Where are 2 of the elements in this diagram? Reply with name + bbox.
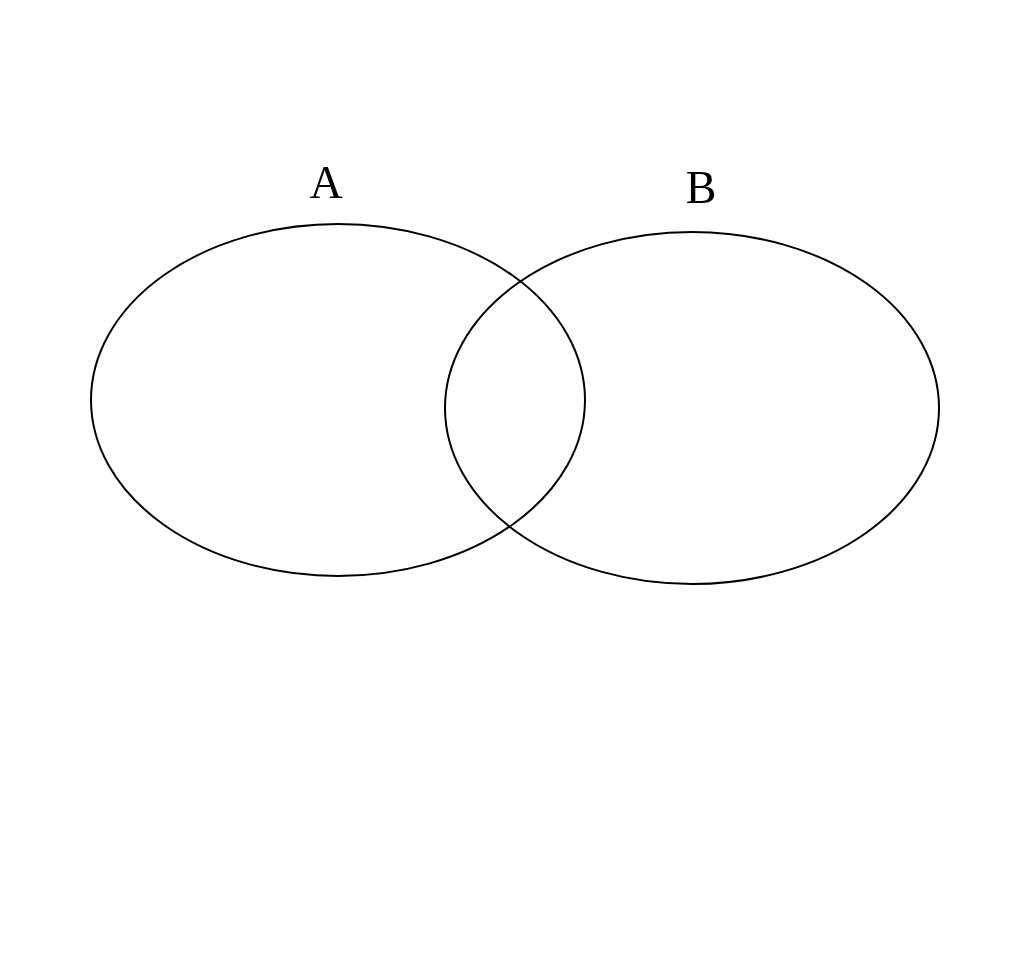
set-label: B xyxy=(685,165,717,211)
set-label: A xyxy=(309,160,343,206)
